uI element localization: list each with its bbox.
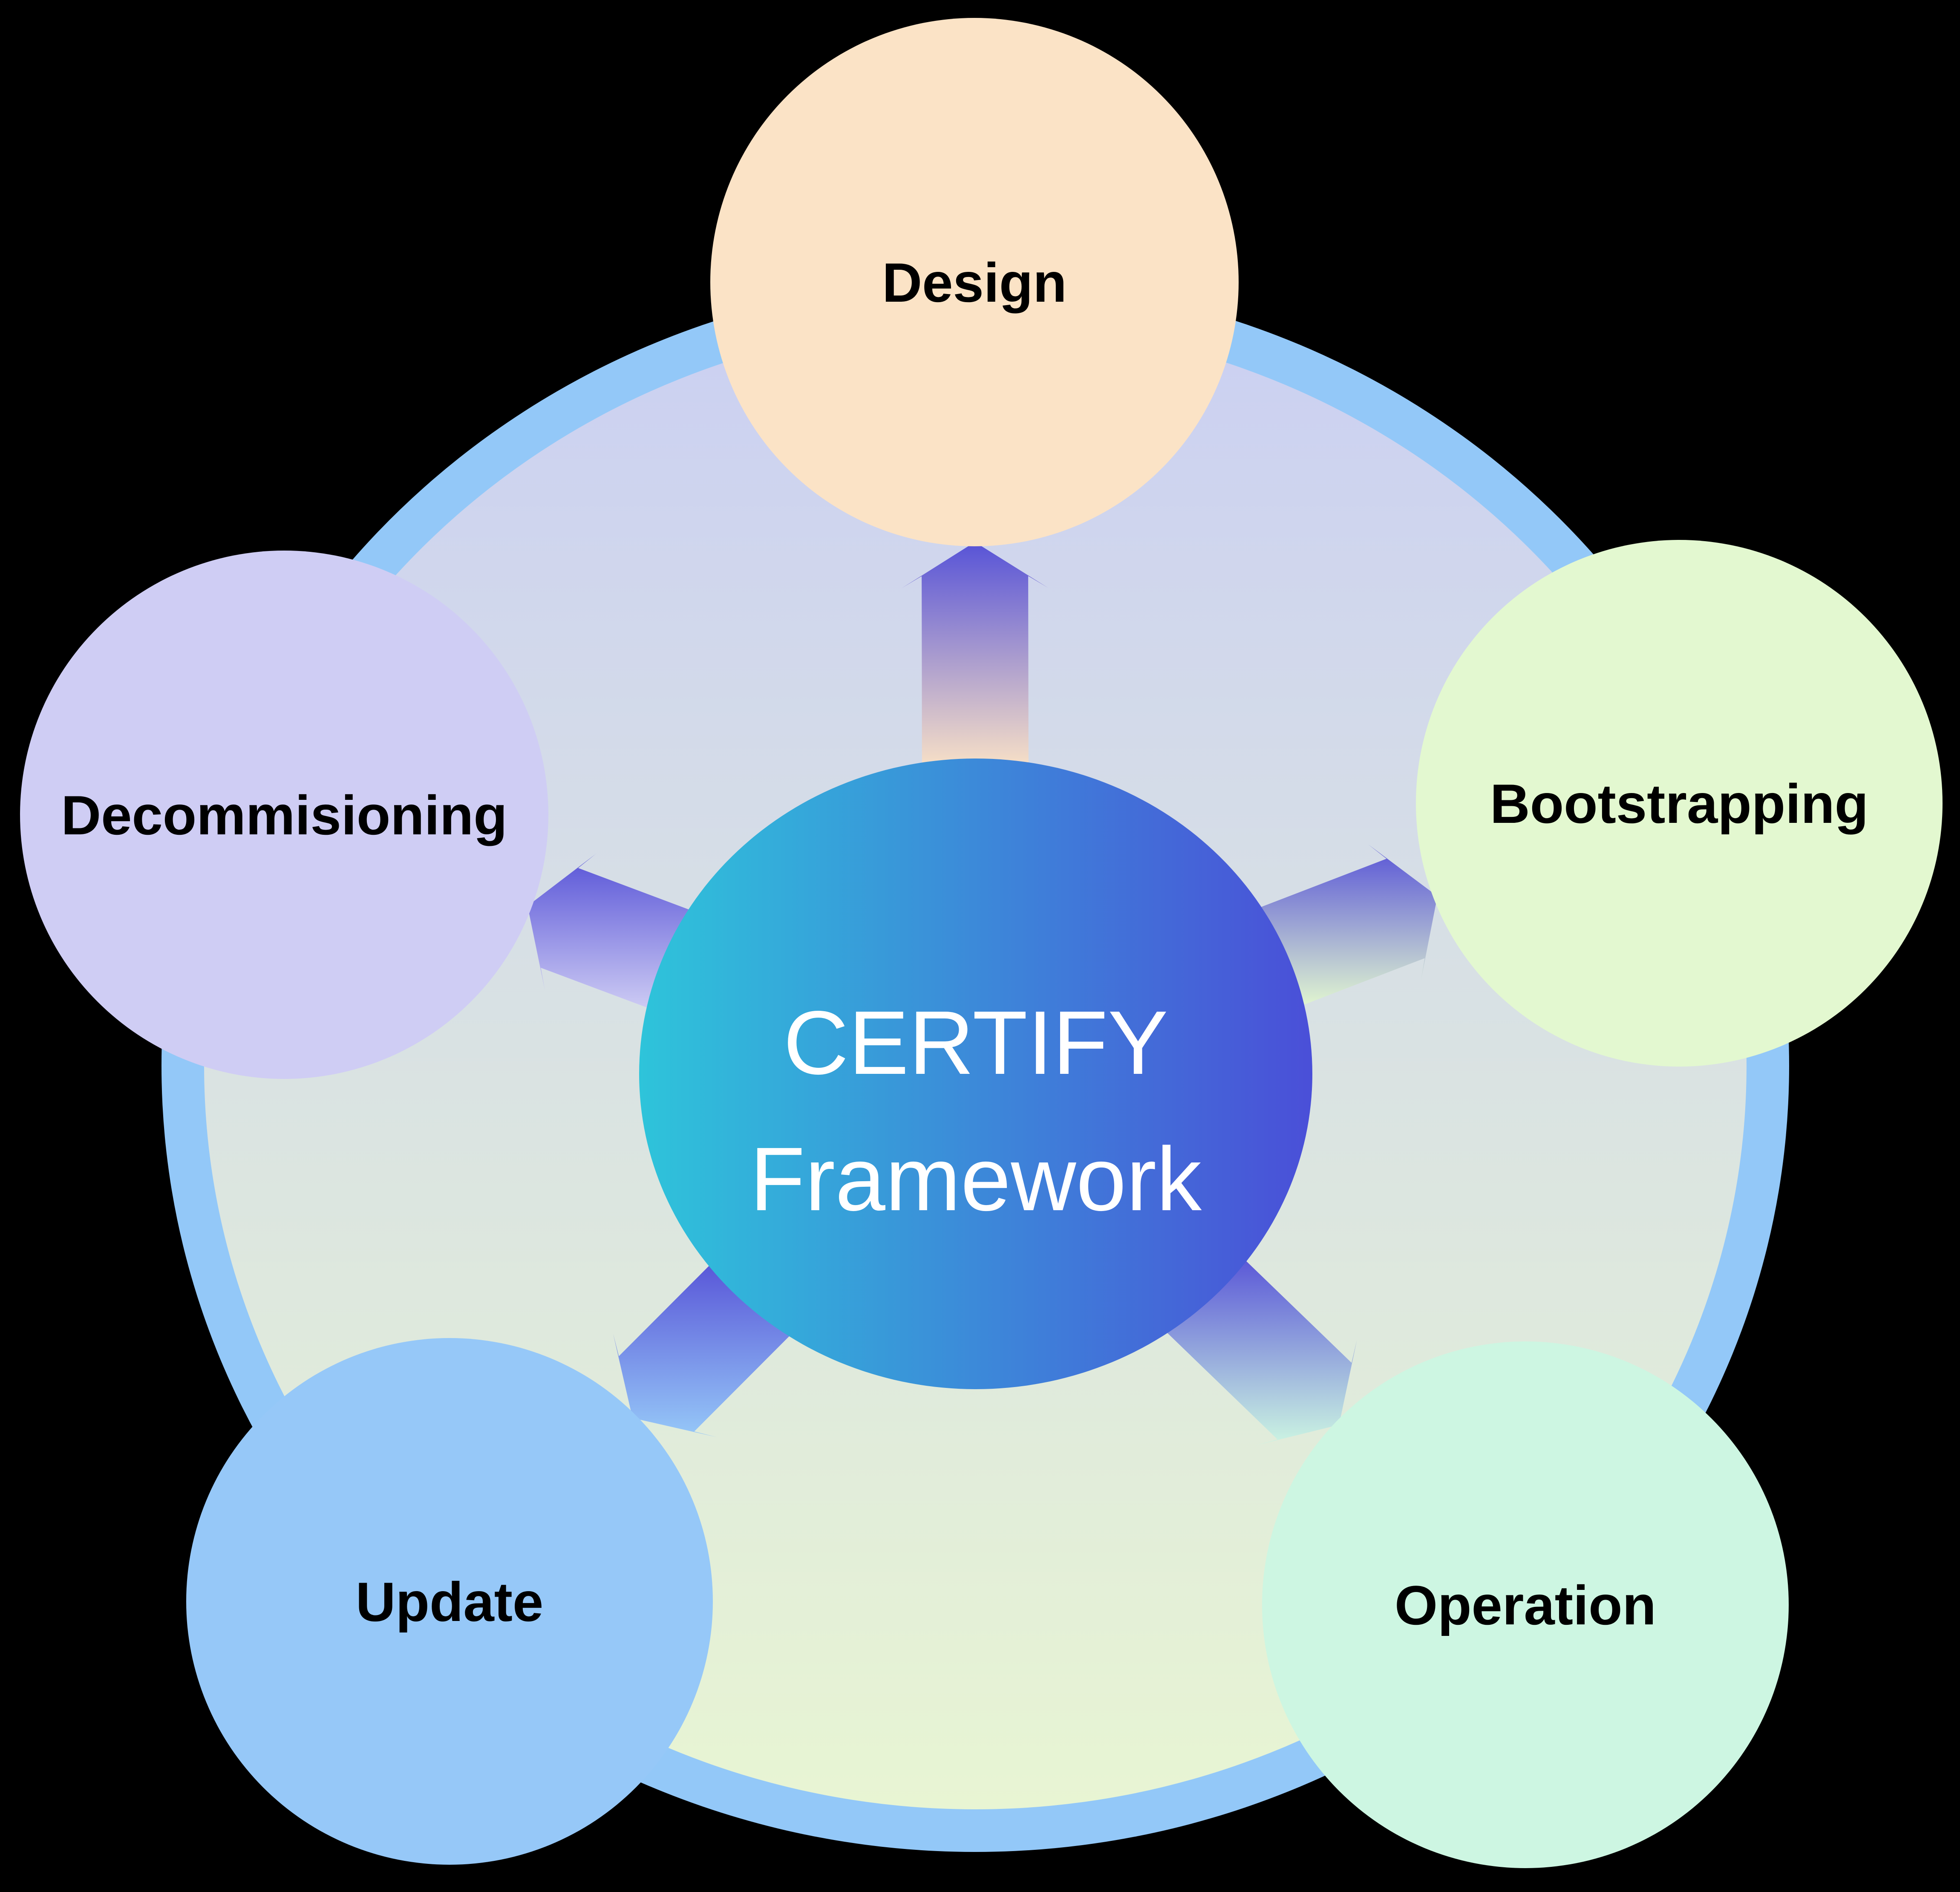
node-decommisioning: Decommisioning: [20, 551, 548, 1079]
node-design: Design: [710, 18, 1239, 546]
node-bootstrapping: Bootstrapping: [1416, 540, 1943, 1067]
node-label-update: Update: [356, 1571, 544, 1633]
node-label-operation: Operation: [1395, 1574, 1656, 1636]
center-node-label-line1: CERTIFY: [783, 992, 1168, 1093]
arrow-to-operation: [1164, 1253, 1357, 1446]
node-update: Update: [186, 1338, 713, 1865]
node-circle-update: [186, 1338, 713, 1865]
arrow-to-bootstrapping: [1256, 844, 1438, 1009]
node-operation: Operation: [1262, 1341, 1789, 1868]
node-circle-decommisioning: [20, 551, 548, 1079]
node-circle-design: [710, 18, 1239, 546]
node-label-design: Design: [882, 251, 1066, 314]
node-label-decommisioning: Decommisioning: [61, 784, 507, 846]
node-circle-operation: [1262, 1341, 1789, 1868]
node-label-bootstrapping: Bootstrapping: [1490, 773, 1868, 835]
center-node-label-line2: Framework: [750, 1128, 1202, 1229]
arrow-to-design: [902, 542, 1049, 772]
arrows-layer: [527, 542, 1438, 1446]
node-circle-bootstrapping: [1416, 540, 1943, 1067]
center-node-circle: [639, 759, 1312, 1389]
arrow-to-decommisioning: [527, 853, 694, 1011]
